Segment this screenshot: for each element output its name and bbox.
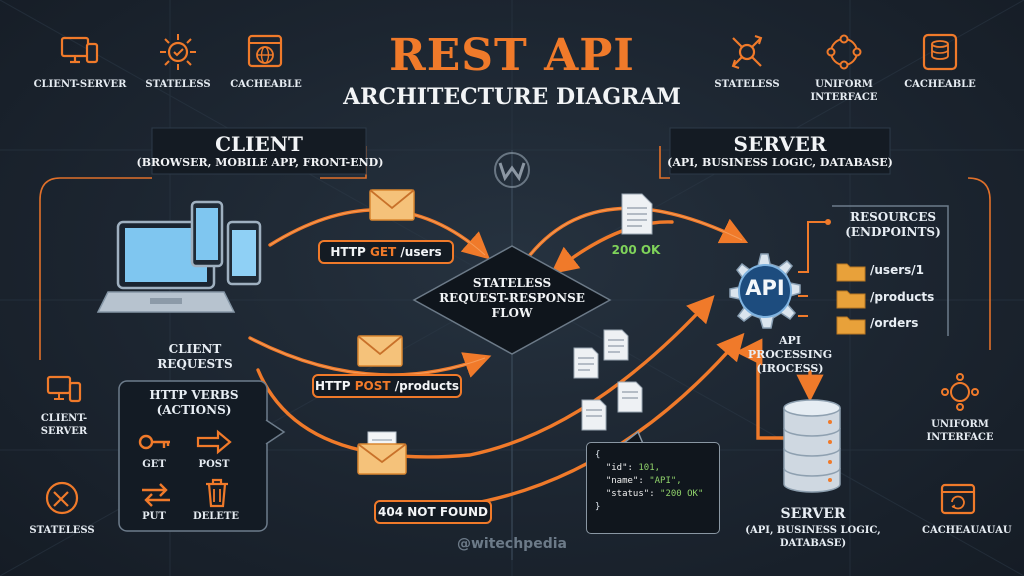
uniform-interface-icon bbox=[941, 373, 979, 411]
resource-item-products: /products bbox=[870, 290, 935, 304]
json-key-id: "id": bbox=[605, 463, 639, 473]
top-right-label-stateless: STATELESS bbox=[714, 79, 780, 90]
envelope-icon bbox=[357, 335, 403, 367]
client-server-icon bbox=[46, 375, 82, 403]
resources-panel bbox=[798, 205, 949, 336]
cacheable-icon bbox=[247, 34, 283, 68]
top-right-label-uniform-interface: UNIFORM INTERFACE bbox=[810, 79, 878, 103]
get-request-pill: HTTP GET /users bbox=[318, 240, 454, 264]
envelope-letter-icon bbox=[357, 431, 407, 475]
json-value-id: 101, bbox=[638, 463, 661, 473]
top-left-label-stateless: STATELESS bbox=[145, 79, 211, 90]
get-request-prefix: HTTP bbox=[330, 245, 370, 259]
ok-response-arrow bbox=[550, 220, 674, 275]
ok-response-label: 200 OK bbox=[611, 243, 661, 257]
resources-title: RESOURCES (ENDPOINTS) bbox=[845, 210, 941, 239]
watermark-text: @witechpedia bbox=[457, 536, 567, 552]
post-request-pill: HTTP POST /products bbox=[312, 374, 462, 398]
http-verbs-title: HTTP VERBS (ACTIONS) bbox=[149, 388, 239, 417]
stateless-icon bbox=[160, 34, 196, 70]
database-icon bbox=[783, 399, 841, 493]
post-request-prefix: HTTP bbox=[315, 379, 355, 393]
client-subtitle: (BROWSER, MOBILE APP, FRONT-END) bbox=[136, 156, 384, 169]
get-request-path: /users bbox=[396, 245, 442, 259]
api-gear-icon bbox=[729, 253, 801, 329]
client-title: CLIENT bbox=[215, 132, 303, 156]
client-devices-icon bbox=[96, 200, 262, 313]
api-processing-label: API PROCESSING (IROCESS) bbox=[747, 334, 833, 375]
verb-put-label: PUT bbox=[142, 511, 166, 522]
cacheable-icon bbox=[922, 33, 958, 71]
resource-item-users: /users/1 bbox=[870, 263, 924, 277]
api-badge: API bbox=[745, 276, 785, 300]
json-value-status: "200 OK" bbox=[660, 489, 704, 499]
client-server-icon bbox=[60, 36, 99, 64]
json-response-sample: { "id": 101, "name": "API", "status": "2… bbox=[586, 442, 720, 534]
folder-icon bbox=[836, 290, 866, 309]
client-requests-label: CLIENT REQUESTS bbox=[157, 342, 233, 371]
json-open-brace: { bbox=[595, 450, 601, 460]
envelope-icon bbox=[369, 189, 415, 221]
flow-center-label: STATELESS REQUEST-RESPONSE FLOW bbox=[439, 276, 585, 320]
resource-item-orders: /orders bbox=[870, 316, 919, 330]
trash-icon bbox=[206, 478, 228, 508]
response-flow-arrow bbox=[256, 295, 715, 459]
swap-arrows-icon bbox=[142, 483, 170, 507]
json-value-name: "API", bbox=[649, 476, 682, 486]
top-left-label-client-server: CLIENT-SERVER bbox=[33, 79, 127, 90]
left-label-client-server: CLIENT- SERVER bbox=[40, 413, 88, 437]
documents-stack-icon bbox=[573, 329, 629, 379]
cacheable-icon bbox=[940, 483, 976, 515]
http-verbs-box bbox=[118, 380, 286, 532]
server-bottom-title: SERVER bbox=[780, 506, 846, 522]
key-icon bbox=[138, 434, 170, 450]
top-right-label-cacheable: CACHEABLE bbox=[904, 79, 976, 90]
server-bottom-subtitle: (API, BUSINESS LOGIC, DATABASE) bbox=[745, 525, 881, 549]
right-label-cacheable: CACHEAUAUAU bbox=[922, 525, 1012, 536]
right-label-uniform-interface: UNIFORM INTERFACE bbox=[926, 419, 994, 443]
uniform-interface-icon bbox=[826, 34, 862, 70]
server-subtitle: (API, BUSINESS LOGIC, DATABASE) bbox=[667, 156, 893, 169]
document-icon bbox=[621, 193, 653, 235]
folder-icon bbox=[836, 316, 866, 335]
arrow-right-icon bbox=[196, 429, 232, 455]
stateless-icon bbox=[45, 481, 79, 515]
folder-icon bbox=[836, 263, 866, 282]
watermark-logo-icon bbox=[494, 152, 530, 188]
db-api-arrow bbox=[735, 338, 792, 440]
json-key-status: "status": bbox=[605, 489, 661, 499]
documents-stack-icon bbox=[581, 381, 643, 431]
server-title: SERVER bbox=[733, 132, 827, 156]
page-title: REST API bbox=[389, 30, 635, 81]
top-left-label-cacheable: CACHEABLE bbox=[230, 79, 302, 90]
flow-diamond bbox=[412, 245, 612, 355]
verb-post-label: POST bbox=[198, 459, 230, 470]
left-label-stateless: STATELESS bbox=[29, 525, 95, 536]
post-request-path: /products bbox=[390, 379, 459, 393]
post-request-method: POST bbox=[354, 379, 391, 393]
stateless-icon bbox=[731, 35, 763, 69]
verb-delete-label: DELETE bbox=[192, 511, 239, 522]
json-key-name: "name": bbox=[605, 476, 650, 486]
verb-get-label: GET bbox=[142, 459, 166, 470]
not-found-pill: 404 NOT FOUND bbox=[374, 500, 492, 524]
page-subtitle: ARCHITECTURE DIAGRAM bbox=[343, 84, 681, 110]
json-close-brace: } bbox=[595, 502, 601, 512]
get-request-method: GET bbox=[369, 245, 397, 259]
